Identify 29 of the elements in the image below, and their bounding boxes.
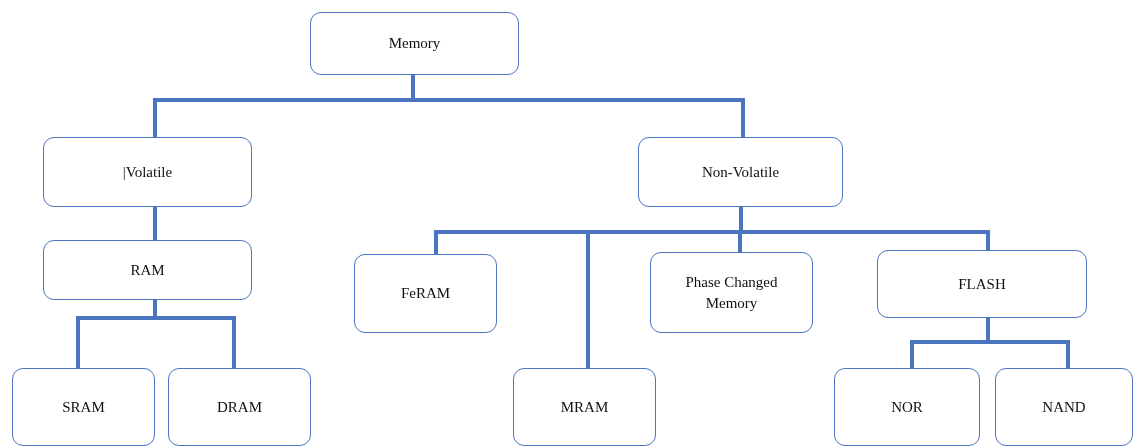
node-label: |Volatile (121, 162, 174, 182)
connector-line (153, 300, 236, 368)
memory-type-box (877, 250, 1087, 318)
node-label: SRAM (61, 397, 106, 417)
memory-type-box (650, 252, 813, 333)
node-label: NOR (890, 397, 924, 417)
memory-type-box (168, 368, 311, 446)
connector-line (739, 207, 990, 250)
node-label: MRAM (559, 397, 610, 417)
connector-line (153, 207, 157, 240)
memory-type-box (12, 368, 155, 446)
node-label: Phase Changed Memory (684, 273, 779, 313)
memory-type-box (310, 12, 519, 75)
node-label: FeRAM (399, 284, 452, 304)
memory-type-box (995, 368, 1133, 446)
memory-type-box (513, 368, 656, 446)
node-label: NAND (1041, 397, 1087, 417)
memory-type-box (638, 137, 843, 207)
connector-line (986, 318, 1070, 368)
node-label: Non-Volatile (700, 162, 781, 182)
memory-type-box (834, 368, 980, 446)
memory-type-box (43, 137, 252, 207)
memory-type-box (354, 254, 497, 333)
connector-line (411, 75, 745, 137)
node-label: RAM (129, 260, 166, 280)
memory-type-box (43, 240, 252, 300)
node-label: DRAM (216, 397, 263, 417)
node-label: FLASH (957, 274, 1007, 294)
node-label: Memory (387, 34, 442, 54)
